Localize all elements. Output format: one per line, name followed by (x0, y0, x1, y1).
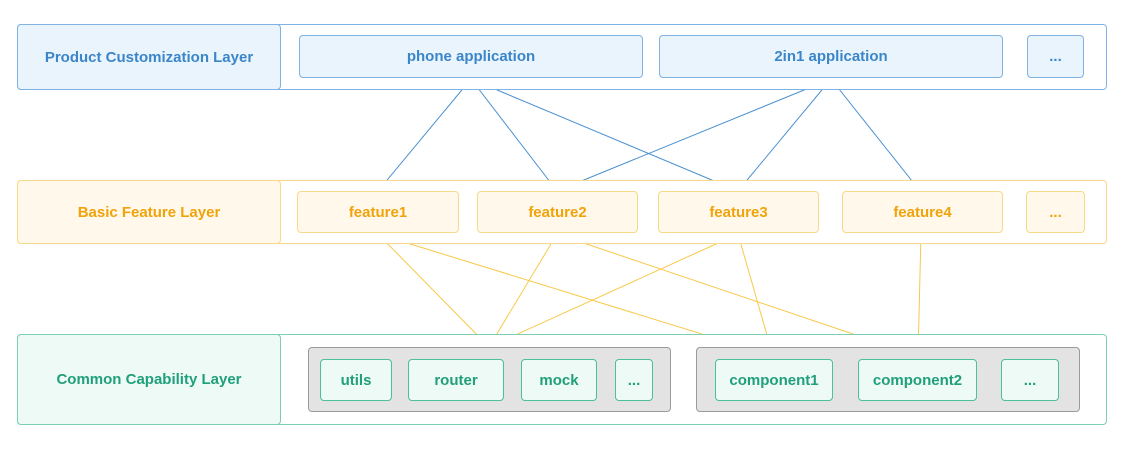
arrow-feature1-to-group1 (377, 233, 490, 348)
mock-box: mock (521, 359, 597, 401)
feature1-box: feature1 (297, 191, 459, 233)
arrow-phone-to-feature3 (470, 78, 739, 192)
common-layer-label: Common Capability Layer (17, 334, 281, 425)
component2-box: component2 (858, 359, 977, 401)
feature3-box: feature3 (658, 191, 819, 233)
feature4-box: feature4 (842, 191, 1003, 233)
more-utils-box: ... (615, 359, 653, 401)
more-components-box: ... (1001, 359, 1059, 401)
2in1-application-box: 2in1 application (659, 35, 1003, 78)
router-box: router (408, 359, 504, 401)
phone-application-box: phone application (299, 35, 643, 78)
feature2-box: feature2 (477, 191, 638, 233)
utils-box: utils (320, 359, 392, 401)
arrow-2in1-to-feature2 (556, 78, 832, 193)
feature-layer-label: Basic Feature Layer (17, 180, 281, 244)
arrow-feature2-to-group1 (488, 233, 558, 348)
arrow-phone-to-feature1 (377, 78, 472, 192)
more-apps-box: ... (1027, 35, 1084, 78)
more-features-box: ... (1026, 191, 1085, 233)
arrow-feature3-to-group1 (488, 233, 739, 348)
component1-box: component1 (715, 359, 833, 401)
arrow-2in1-to-feature4 (830, 78, 921, 192)
product-layer-label: Product Customization Layer (17, 24, 281, 90)
arrow-phone-to-feature2 (470, 78, 558, 192)
arrow-2in1-to-feature3 (737, 78, 832, 192)
